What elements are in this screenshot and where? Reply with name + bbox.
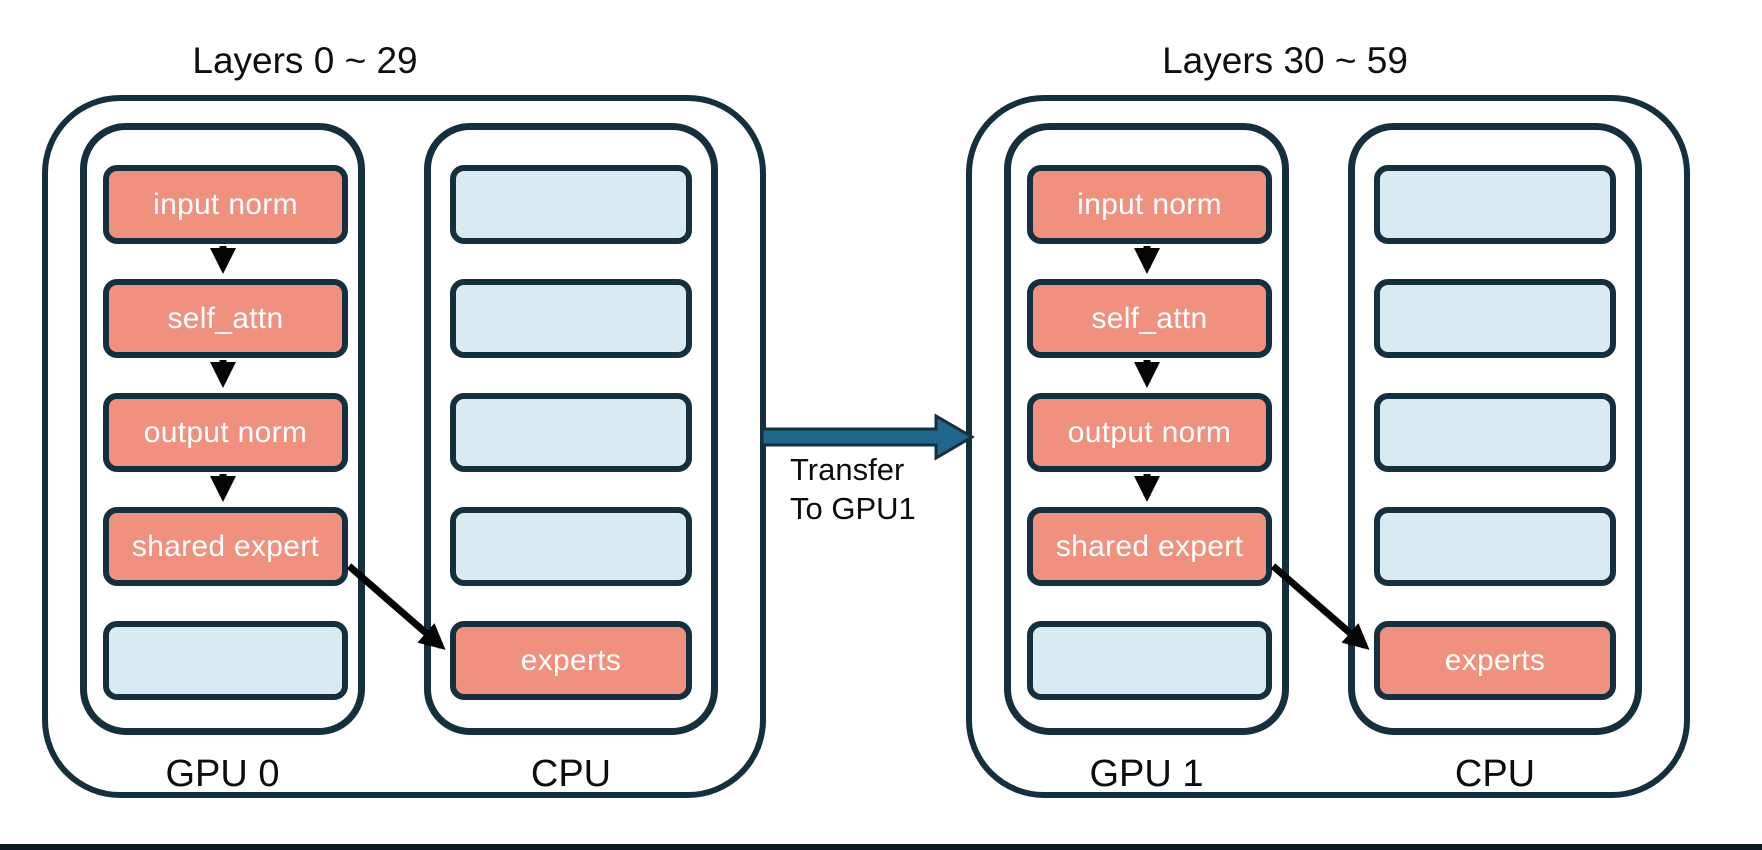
box-cpu0-empty-slot-2	[450, 279, 692, 358]
box-cpu1-empty-slot-2	[1374, 279, 1616, 358]
box-gpu1-shared-expert: shared expert	[1027, 507, 1272, 586]
transfer-label: Transfer To GPU1	[790, 450, 916, 528]
box-gpu0-self-attn: self_attn	[103, 279, 348, 358]
box-gpu1-empty-slot	[1027, 621, 1272, 700]
gpu1-column: input norm self_attn output norm shared …	[1004, 123, 1289, 735]
box-gpu0-shared-expert: shared expert	[103, 507, 348, 586]
transfer-label-line2: To GPU1	[790, 491, 916, 526]
gpu0-label: GPU 0	[165, 753, 280, 795]
group-0-title: Layers 0 ~ 29	[192, 40, 418, 81]
gpu0-column: input norm self_attn output norm shared …	[80, 123, 365, 735]
box-cpu1-empty-slot-3	[1374, 393, 1616, 472]
box-gpu0-empty-slot	[103, 621, 348, 700]
layer-group-1: input norm self_attn output norm shared …	[966, 95, 1690, 798]
bottom-edge-bar	[0, 844, 1762, 850]
box-cpu1-empty-slot-1	[1374, 165, 1616, 244]
box-gpu1-input-norm: input norm	[1027, 165, 1272, 244]
box-cpu0-empty-slot-3	[450, 393, 692, 472]
cpu0-column: experts	[424, 123, 718, 735]
box-cpu0-empty-slot-1	[450, 165, 692, 244]
transfer-label-line1: Transfer	[790, 452, 905, 487]
box-cpu0-experts: experts	[450, 621, 692, 700]
box-cpu0-empty-slot-4	[450, 507, 692, 586]
box-cpu1-experts: experts	[1374, 621, 1616, 700]
cpu1-column: experts	[1348, 123, 1642, 735]
box-cpu1-empty-slot-4	[1374, 507, 1616, 586]
layer-group-0: input norm self_attn output norm shared …	[42, 95, 766, 798]
gpu1-label: GPU 1	[1089, 753, 1204, 795]
group-1-title: Layers 30 ~ 59	[1162, 40, 1408, 81]
box-gpu0-input-norm: input norm	[103, 165, 348, 244]
box-gpu1-self-attn: self_attn	[1027, 279, 1272, 358]
cpu1-label: CPU	[1454, 753, 1536, 795]
cpu0-label: CPU	[530, 753, 612, 795]
box-gpu1-output-norm: output norm	[1027, 393, 1272, 472]
box-gpu0-output-norm: output norm	[103, 393, 348, 472]
